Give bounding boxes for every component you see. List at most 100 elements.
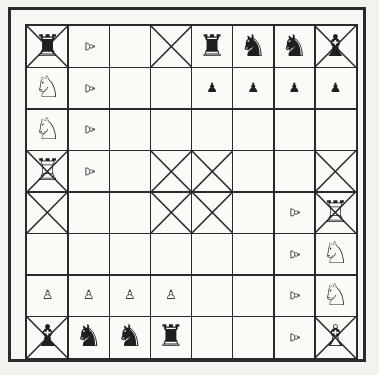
square-r5-c6[interactable]: ♙ <box>273 233 316 276</box>
square-r0-c1[interactable]: ♙ <box>67 25 110 68</box>
square-r5-c7[interactable]: ♘ <box>314 233 357 276</box>
blocked-square-r0-c7[interactable]: ♝ <box>314 25 357 68</box>
bishop-piece-icon[interactable]: ♗ <box>315 317 356 358</box>
knight-piece-icon[interactable]: ♞ <box>274 26 315 67</box>
blocked-square-r3-c4[interactable] <box>191 150 234 193</box>
game-board[interactable]: ♜♙♜♞♞♝♘♙♟♟♟♟♘♙♖♙♙♖♙♘♙♙♙♙♙♘♝♞♞♜♙♗ <box>25 24 358 360</box>
pawn-piece-icon[interactable]: ♙ <box>68 26 109 67</box>
square-r2-c7[interactable] <box>314 108 357 151</box>
pawn-piece-icon[interactable]: ♙ <box>110 275 151 316</box>
square-r1-c4[interactable]: ♟ <box>191 67 234 110</box>
blocked-square-r3-c3[interactable] <box>150 150 193 193</box>
square-r5-c5[interactable] <box>232 233 275 276</box>
square-r6-c1[interactable]: ♙ <box>67 274 110 317</box>
square-r7-c5[interactable] <box>232 316 275 359</box>
pawn-piece-icon[interactable]: ♙ <box>274 317 315 358</box>
blocked-square-r4-c0[interactable] <box>26 191 69 234</box>
square-r4-c5[interactable] <box>232 191 275 234</box>
knight-piece-icon[interactable]: ♘ <box>315 275 356 316</box>
square-r4-c2[interactable] <box>109 191 152 234</box>
blocked-square-r3-c0[interactable]: ♖ <box>26 150 69 193</box>
square-r0-c2[interactable] <box>109 25 152 68</box>
blocked-square-r7-c0[interactable]: ♝ <box>26 316 69 359</box>
square-r0-c5[interactable]: ♞ <box>232 25 275 68</box>
blocked-square-r7-c7[interactable]: ♗ <box>314 316 357 359</box>
pawn-piece-icon[interactable]: ♟ <box>192 68 233 109</box>
square-r6-c6[interactable]: ♙ <box>273 274 316 317</box>
square-r5-c1[interactable] <box>67 233 110 276</box>
square-r3-c1[interactable]: ♙ <box>67 150 110 193</box>
pawn-piece-icon[interactable]: ♙ <box>68 275 109 316</box>
knight-piece-icon[interactable]: ♞ <box>110 317 151 358</box>
square-r7-c1[interactable]: ♞ <box>67 316 110 359</box>
square-r5-c0[interactable] <box>26 233 69 276</box>
rook-piece-icon[interactable]: ♜ <box>27 26 68 67</box>
square-r1-c3[interactable] <box>150 67 193 110</box>
square-r3-c2[interactable] <box>109 150 152 193</box>
pawn-piece-icon[interactable]: ♙ <box>274 275 315 316</box>
square-r7-c3[interactable]: ♜ <box>150 316 193 359</box>
rook-piece-icon[interactable]: ♖ <box>315 192 356 233</box>
rook-piece-icon[interactable]: ♜ <box>192 26 233 67</box>
square-r6-c4[interactable] <box>191 274 234 317</box>
knight-piece-icon[interactable]: ♞ <box>68 317 109 358</box>
square-r3-c5[interactable] <box>232 150 275 193</box>
square-r4-c6[interactable]: ♙ <box>273 191 316 234</box>
square-r2-c6[interactable] <box>273 108 316 151</box>
square-r0-c4[interactable]: ♜ <box>191 25 234 68</box>
square-r2-c0[interactable]: ♘ <box>26 108 69 151</box>
blocked-square-r0-c0[interactable]: ♜ <box>26 25 69 68</box>
square-r6-c7[interactable]: ♘ <box>314 274 357 317</box>
square-r1-c1[interactable]: ♙ <box>67 67 110 110</box>
pawn-piece-icon[interactable]: ♙ <box>68 109 109 150</box>
knight-glyph: ♞ <box>240 32 267 62</box>
pawn-piece-icon[interactable]: ♟ <box>274 68 315 109</box>
bishop-piece-icon[interactable]: ♝ <box>27 317 68 358</box>
pawn-piece-icon[interactable]: ♙ <box>68 68 109 109</box>
pawn-piece-icon[interactable]: ♙ <box>68 151 109 192</box>
square-r1-c7[interactable]: ♟ <box>314 67 357 110</box>
square-r5-c2[interactable] <box>109 233 152 276</box>
square-r5-c3[interactable] <box>150 233 193 276</box>
square-r1-c6[interactable]: ♟ <box>273 67 316 110</box>
blocked-square-r3-c7[interactable] <box>314 150 357 193</box>
square-r6-c0[interactable]: ♙ <box>26 274 69 317</box>
square-r2-c1[interactable]: ♙ <box>67 108 110 151</box>
pawn-glyph: ♟ <box>330 82 342 95</box>
square-r7-c2[interactable]: ♞ <box>109 316 152 359</box>
square-r2-c5[interactable] <box>232 108 275 151</box>
square-r7-c6[interactable]: ♙ <box>273 316 316 359</box>
pawn-piece-icon[interactable]: ♙ <box>274 192 315 233</box>
rook-piece-icon[interactable]: ♜ <box>151 317 192 358</box>
square-r2-c2[interactable] <box>109 108 152 151</box>
square-r2-c3[interactable] <box>150 108 193 151</box>
pawn-piece-icon[interactable]: ♟ <box>233 68 274 109</box>
knight-piece-icon[interactable]: ♘ <box>27 68 68 109</box>
blocked-square-r4-c4[interactable] <box>191 191 234 234</box>
pawn-piece-icon[interactable]: ♙ <box>274 234 315 275</box>
square-r2-c4[interactable] <box>191 108 234 151</box>
blocked-square-r0-c3[interactable] <box>150 25 193 68</box>
square-r5-c4[interactable] <box>191 233 234 276</box>
square-r6-c3[interactable]: ♙ <box>150 274 193 317</box>
square-r0-c6[interactable]: ♞ <box>273 25 316 68</box>
knight-piece-icon[interactable]: ♘ <box>315 234 356 275</box>
pawn-piece-icon[interactable]: ♙ <box>151 275 192 316</box>
square-r3-c6[interactable] <box>273 150 316 193</box>
square-r7-c4[interactable] <box>191 316 234 359</box>
knight-piece-icon[interactable]: ♞ <box>233 26 274 67</box>
blocked-cross-icon <box>151 192 192 233</box>
pawn-piece-icon[interactable]: ♟ <box>315 68 356 109</box>
square-r1-c5[interactable]: ♟ <box>232 67 275 110</box>
blocked-square-r4-c3[interactable] <box>150 191 193 234</box>
square-r1-c2[interactable] <box>109 67 152 110</box>
bishop-piece-icon[interactable]: ♝ <box>315 26 356 67</box>
rook-piece-icon[interactable]: ♖ <box>27 151 68 192</box>
knight-piece-icon[interactable]: ♘ <box>27 109 68 150</box>
pawn-piece-icon[interactable]: ♙ <box>27 275 68 316</box>
square-r6-c2[interactable]: ♙ <box>109 274 152 317</box>
square-r1-c0[interactable]: ♘ <box>26 67 69 110</box>
square-r6-c5[interactable] <box>232 274 275 317</box>
square-r4-c1[interactable] <box>67 191 110 234</box>
blocked-square-r4-c7[interactable]: ♖ <box>314 191 357 234</box>
